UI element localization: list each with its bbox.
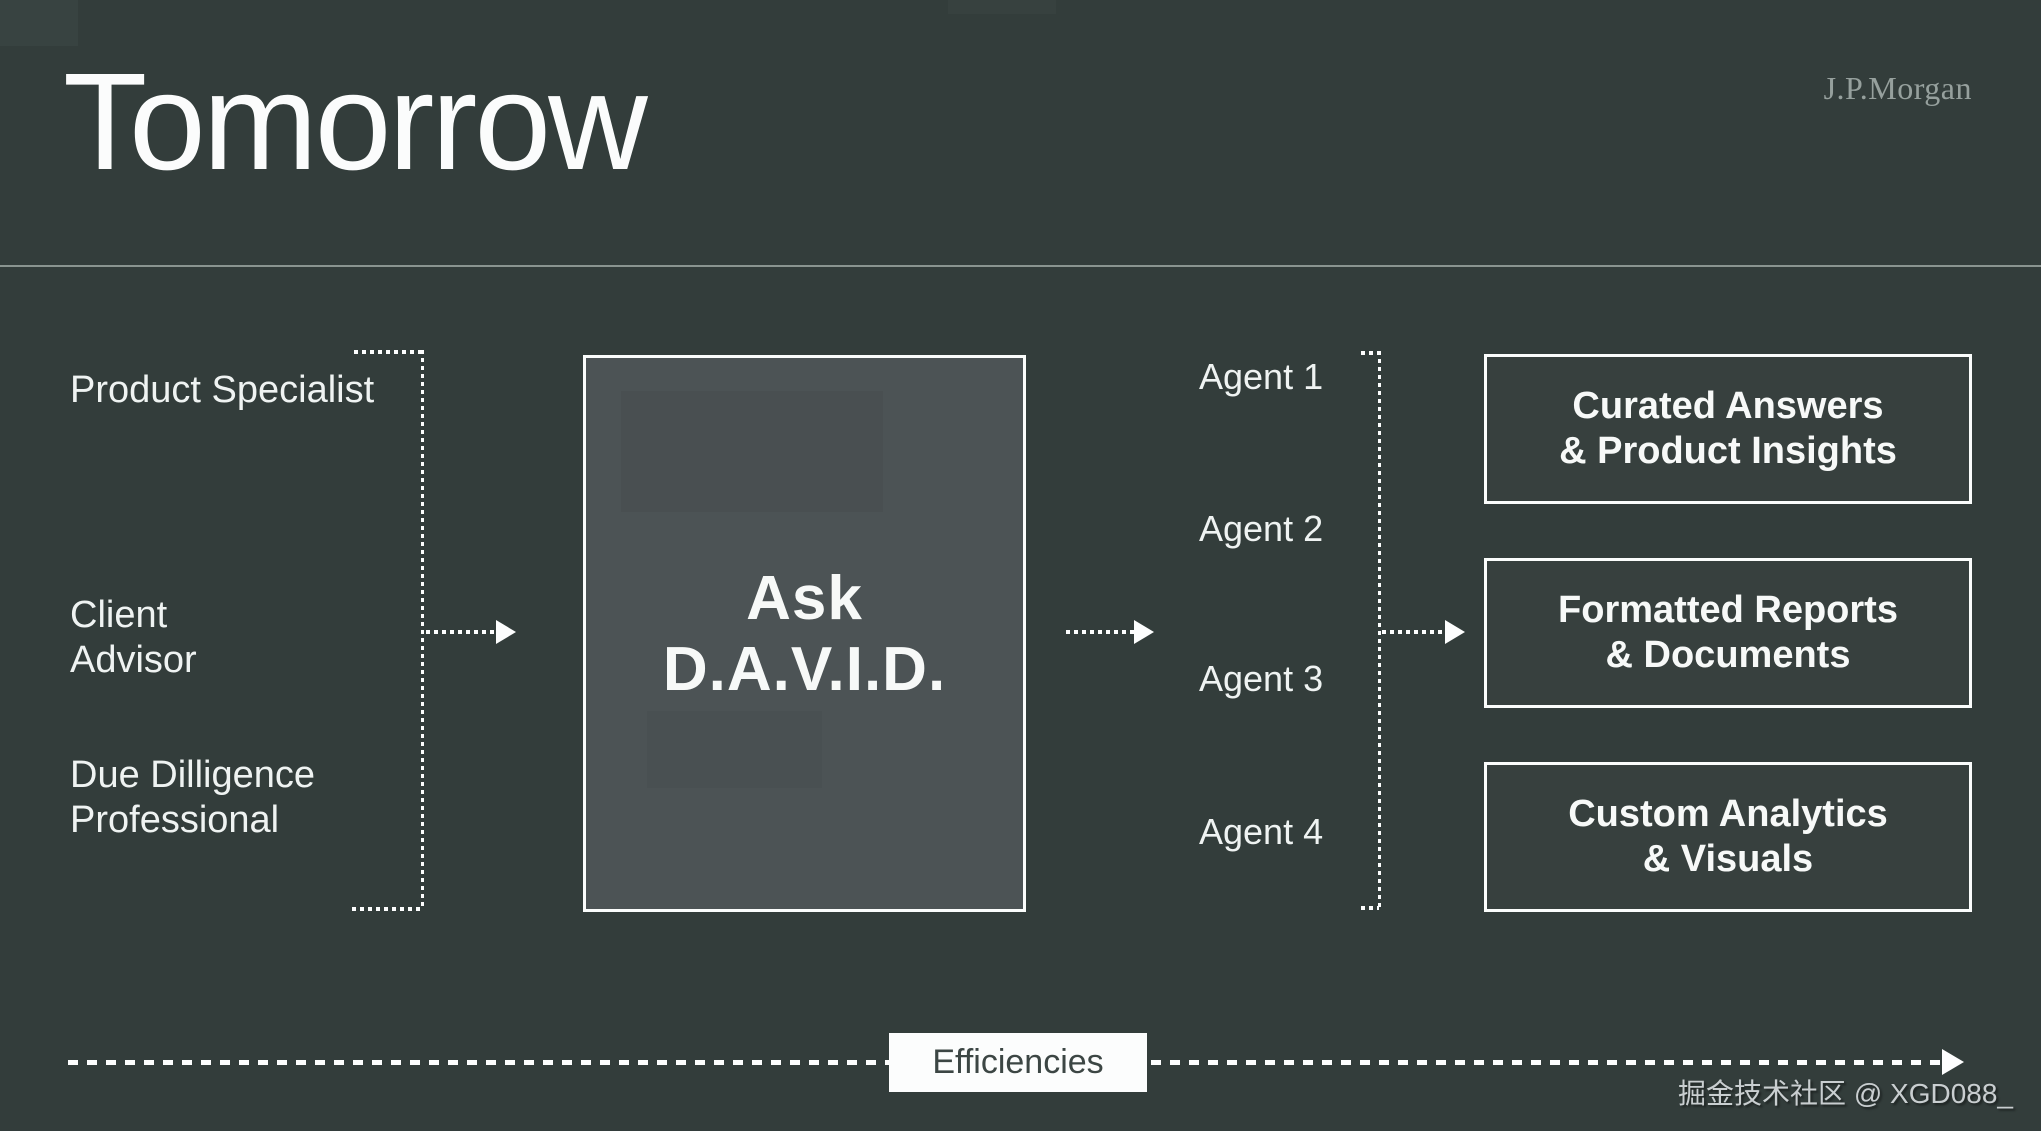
role-line: Professional [70,799,280,841]
output-box-label: Formatted Reports & Documents [1558,588,1898,678]
watermark: 掘金技术社区 @ XGD088_ [1678,1078,2013,1109]
agents-bracket-vertical-line [1378,351,1381,909]
role-line: Product Specialist [70,369,375,411]
role-product-specialist: Product Specialist [70,368,374,413]
agents-bracket-top-tick [1361,351,1379,355]
capture-artifact-strip [948,0,1056,14]
output-box-formatted-reports: Formatted Reports & Documents [1484,558,1972,708]
header-divider [0,265,2041,267]
ask-david-line1: Ask [746,563,863,633]
output-line: Formatted Reports [1558,589,1898,631]
role-line: Due Dilligence [70,754,316,796]
role-line: Advisor [70,639,197,681]
agent-label-2: Agent 2 [1199,508,1324,549]
ask-david-label: Ask D.A.V.I.D. [663,563,946,705]
efficiencies-label: Efficiencies [889,1033,1147,1092]
ask-david-line2: D.A.V.I.D. [662,634,947,704]
output-line: Custom Analytics [1568,793,1888,835]
output-box-curated-answers: Curated Answers & Product Insights [1484,354,1972,504]
output-line: & Visuals [1642,838,1814,880]
arrow-right-icon [496,620,516,644]
role-line: Client [70,594,168,636]
output-box-label: Curated Answers & Product Insights [1559,384,1897,474]
output-line: & Product Insights [1559,430,1897,472]
capture-artifact-corner [0,0,78,46]
flow-arrow-shaft-david-to-agents [1066,630,1134,634]
flow-arrow-shaft-roles-to-david [426,630,496,634]
left-bracket-top-tick [354,350,422,354]
output-line: & Documents [1605,634,1851,676]
output-line: Curated Answers [1572,385,1884,427]
agents-bracket-bottom-tick [1361,906,1379,910]
role-due-diligence-professional: Due Dilligence Professional [70,753,315,843]
agent-label-1: Agent 1 [1199,356,1324,397]
output-box-custom-analytics: Custom Analytics & Visuals [1484,762,1972,912]
ask-david-box: Ask D.A.V.I.D. [583,355,1026,912]
output-box-label: Custom Analytics & Visuals [1568,792,1888,882]
agent-label-4: Agent 4 [1199,811,1324,852]
flow-arrow-shaft-agents-to-outputs [1382,630,1445,634]
agent-label-3: Agent 3 [1199,658,1324,699]
jpmorgan-logo: J.P.Morgan [1823,70,1972,106]
compression-artifact [620,391,884,513]
arrow-right-icon [1445,620,1465,644]
arrow-right-icon [1942,1049,1964,1075]
compression-artifact [647,711,822,788]
arrow-right-icon [1134,620,1154,644]
page-title: Tomorrow [63,45,648,199]
left-bracket-vertical-line [421,350,424,910]
role-client-advisor: Client Advisor [70,593,197,683]
left-bracket-bottom-tick [352,907,422,911]
